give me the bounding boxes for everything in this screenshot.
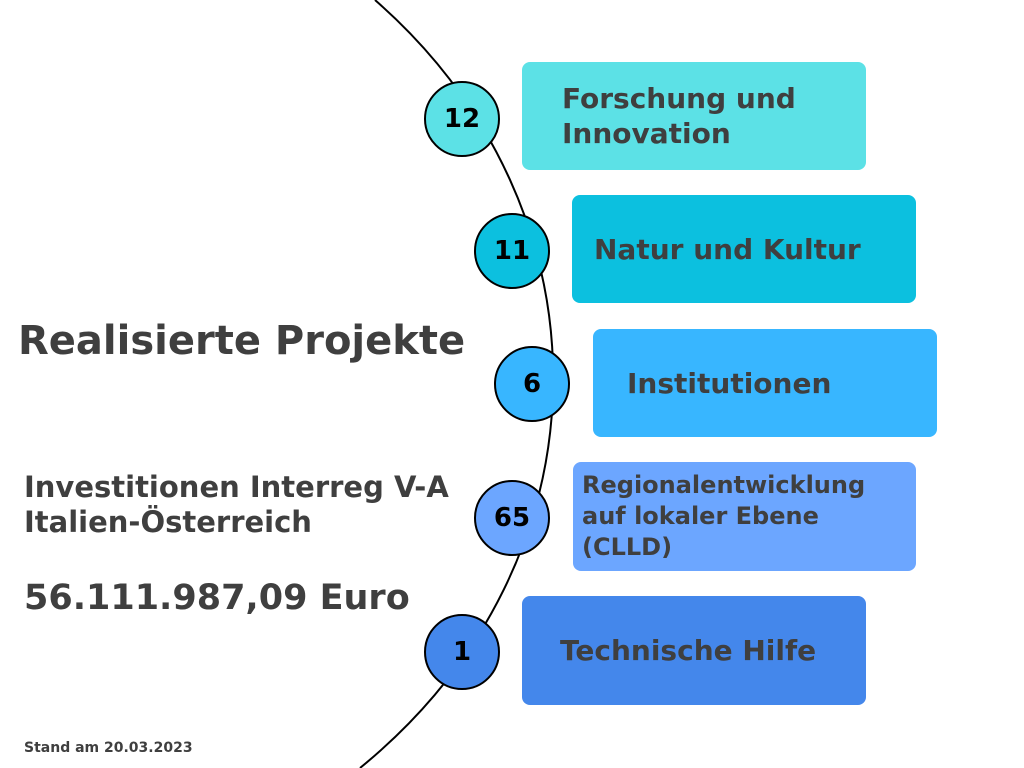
count-circle-institutions: 6 — [494, 346, 570, 422]
page-title: Realisierte Projekte — [18, 318, 466, 364]
category-label: Technische Hilfe — [560, 634, 817, 667]
category-label: Institutionen — [627, 366, 832, 400]
category-box-research: Forschung und Innovation — [522, 62, 866, 170]
category-label: Natur und Kultur — [594, 232, 861, 266]
category-box-institutions: Institutionen — [593, 329, 937, 437]
category-box-clld: Regionalentwicklung auf lokaler Ebene (C… — [573, 462, 916, 571]
count-circle-research: 12 — [424, 81, 500, 157]
count-circle-technical-assistance: 1 — [424, 614, 500, 690]
category-box-technical-assistance: Technische Hilfe — [522, 596, 866, 705]
count-circle-clld: 65 — [474, 480, 550, 556]
investment-label-line-2: Italien-Österreich — [24, 505, 312, 539]
category-box-nature-culture: Natur und Kultur — [572, 195, 916, 303]
category-label: Regionalentwicklung auf lokaler Ebene (C… — [582, 471, 866, 561]
date-footnote: Stand am 20.03.2023 — [24, 740, 193, 756]
category-label: Forschung und Innovation — [562, 82, 796, 150]
investment-label-line-1: Investitionen Interreg V-A — [24, 470, 449, 504]
investment-label: Investitionen Interreg V-A Italien-Öster… — [24, 470, 449, 540]
investment-amount: 56.111.987,09 Euro — [24, 578, 410, 618]
count-circle-nature-culture: 11 — [474, 213, 550, 289]
